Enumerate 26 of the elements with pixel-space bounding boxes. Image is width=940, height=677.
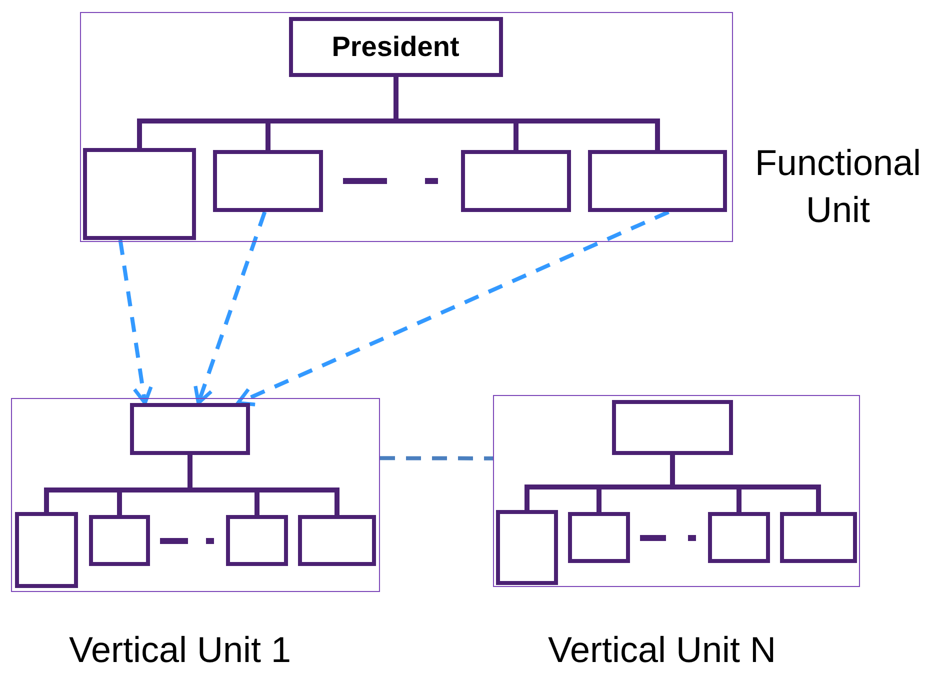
box-title: President xyxy=(332,30,460,62)
org-box xyxy=(226,514,288,566)
org-box xyxy=(130,402,250,454)
org-box xyxy=(460,150,570,212)
unit-frame xyxy=(493,395,860,587)
dashed-arrow xyxy=(236,210,670,406)
org-box xyxy=(14,512,78,588)
org-box xyxy=(588,150,726,212)
org-box xyxy=(612,400,732,454)
dashed-arrow xyxy=(194,211,267,405)
org-box xyxy=(568,512,630,562)
unit-frame xyxy=(11,398,380,592)
unit-caption: Functional Unit xyxy=(754,141,922,232)
org-box xyxy=(82,148,196,240)
org-box xyxy=(298,514,376,566)
org-box xyxy=(780,512,856,562)
dashed-arrow xyxy=(118,240,153,405)
unit-caption: Vertical Unit 1 xyxy=(68,628,292,672)
org-box xyxy=(88,514,150,566)
unit-caption: Vertical Unit N xyxy=(546,628,778,672)
org-box xyxy=(212,150,322,212)
title-box xyxy=(288,16,502,76)
dashed-connector xyxy=(380,456,493,460)
org-box xyxy=(708,512,770,562)
org-box xyxy=(496,510,558,584)
unit-frame xyxy=(80,12,733,242)
